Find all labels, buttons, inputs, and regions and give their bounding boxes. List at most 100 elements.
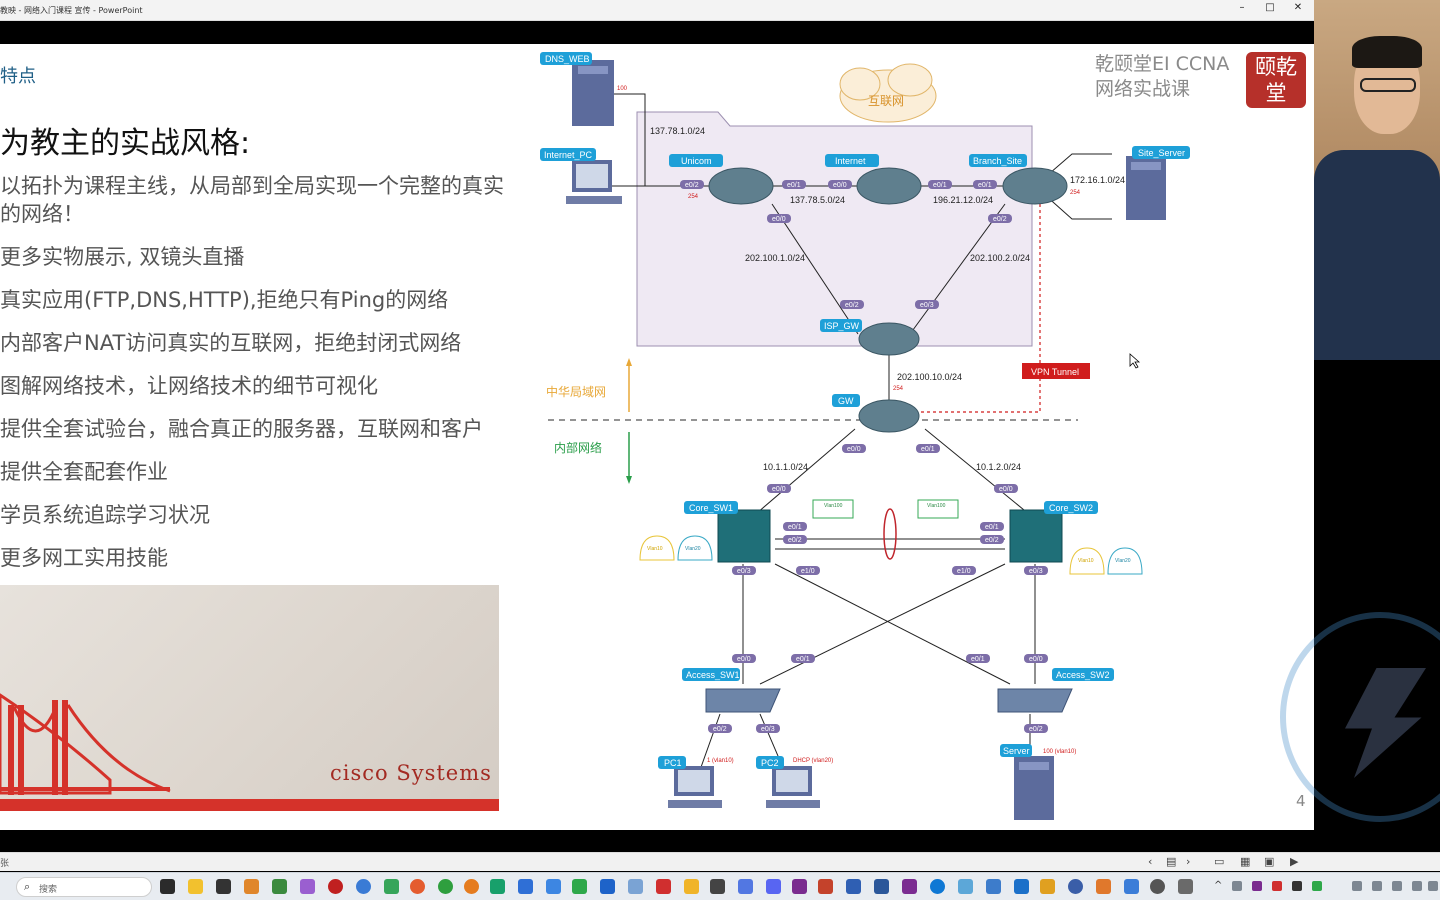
next-slide-icon[interactable]: ›: [1186, 855, 1191, 868]
keyboard-icon[interactable]: [1392, 881, 1402, 891]
app-icon[interactable]: [518, 879, 533, 894]
node-label: GW: [838, 396, 854, 406]
app-icon[interactable]: [384, 879, 399, 894]
bullet-list: 以拓扑为课程主线，从局部到全局实现一个完整的真实的网络！ 更多实物展示, 双镜头…: [0, 172, 530, 587]
record-icon[interactable]: [328, 879, 343, 894]
app-icon[interactable]: [1096, 879, 1111, 894]
wechat-icon[interactable]: [572, 879, 587, 894]
etherchannel-ellipse: [883, 508, 897, 560]
tray-icon[interactable]: [1292, 881, 1302, 891]
app-icon[interactable]: [600, 879, 615, 894]
node-label: PC2: [761, 758, 779, 768]
app-icon[interactable]: [546, 879, 561, 894]
app-icon[interactable]: [684, 879, 699, 894]
port-badge: e0/0: [1029, 656, 1043, 663]
port-badges: e0/2 e0/1 e0/0 e0/1 e0/1 e0/0 e0/2 e0/2 …: [680, 180, 1048, 733]
host-tag: DHCP (vlan20): [793, 758, 833, 764]
window-title: 教映 - 网络入门课程 宣传 - PowerPoint: [0, 6, 143, 15]
tray-icon[interactable]: [1352, 881, 1362, 891]
close-icon[interactable]: ✕: [1293, 2, 1303, 13]
node-label: ISP_GW: [824, 321, 860, 331]
internet-pc-icon: [566, 160, 622, 204]
port-badge: e0/3: [737, 568, 751, 575]
brand-line: 乾颐堂EI CCNA: [1095, 53, 1230, 75]
edge-icon[interactable]: [930, 879, 945, 894]
onenote-icon[interactable]: [902, 879, 917, 894]
node-label: Branch_Site: [973, 156, 1022, 166]
microphone-icon[interactable]: [1372, 881, 1382, 891]
pycharm-icon[interactable]: [490, 879, 505, 894]
node-labels: [540, 52, 1190, 769]
app-icon[interactable]: [244, 879, 259, 894]
slide-sorter-icon[interactable]: ▦: [1240, 855, 1251, 868]
node-label: Core_SW2: [1049, 503, 1093, 513]
vlan-svi-boxes: Vlan10 Vlan20 Vlan100 Vlan100 Vlan10 Vla…: [639, 499, 1143, 575]
normal-view-icon[interactable]: ▭: [1214, 855, 1225, 868]
notion-icon[interactable]: [710, 879, 725, 894]
chrome-icon[interactable]: [438, 879, 453, 894]
app-icon[interactable]: [846, 879, 861, 894]
discord-icon[interactable]: [766, 879, 781, 894]
port-badge: e0/2: [985, 537, 999, 544]
app-icon[interactable]: [738, 879, 753, 894]
tray-icon[interactable]: [1312, 881, 1322, 891]
node-label: Unicom: [681, 156, 712, 166]
presenter-body: [1314, 150, 1440, 360]
slide-page-number: 4: [1296, 792, 1306, 810]
app-icon[interactable]: [656, 879, 671, 894]
node-label: Access_SW1: [686, 670, 740, 680]
task-view-icon[interactable]: [160, 879, 175, 894]
taskbar-search-box[interactable]: ⌕ 搜索: [16, 877, 152, 897]
firefox-icon[interactable]: [410, 879, 425, 894]
prev-slide-icon[interactable]: ‹: [1148, 855, 1153, 868]
app-icon[interactable]: [1068, 879, 1083, 894]
bullet-item: 更多实物展示, 双镜头直播: [0, 245, 245, 269]
port-badge: e0/1: [921, 446, 935, 453]
port-badge: e0/0: [737, 656, 751, 663]
powerpoint-icon[interactable]: [818, 879, 833, 894]
settings-icon[interactable]: [1150, 879, 1165, 894]
windows-taskbar: ⌕ 搜索 ^: [0, 872, 1440, 900]
app-icon[interactable]: [986, 879, 1001, 894]
slide-heading: 为教主的实战风格:: [0, 126, 251, 161]
reading-view-icon[interactable]: ▣: [1264, 855, 1275, 868]
bullet-item: 学员系统追踪学习状况: [0, 503, 210, 527]
app-icon[interactable]: [958, 879, 973, 894]
bullet-item: 以拓扑为课程主线，从局部到全局实现一个完整的真实的网络！: [0, 174, 504, 226]
port-badge: e0/0: [999, 486, 1013, 493]
port-badge: e0/2: [713, 726, 727, 733]
tray-icon[interactable]: [1232, 881, 1242, 891]
network-label: 172.16.1.0/24: [1070, 175, 1125, 185]
app-icon[interactable]: [792, 879, 807, 894]
dns-web-server-icon: [572, 60, 614, 126]
host-tag: 100 (vlan10): [1043, 749, 1076, 755]
app-icon[interactable]: [1124, 879, 1139, 894]
node-label: Core_SW1: [689, 503, 733, 513]
app-icon[interactable]: [272, 879, 287, 894]
slideshow-icon[interactable]: ▶: [1290, 855, 1299, 868]
word-icon[interactable]: [874, 879, 889, 894]
app-icon[interactable]: [628, 879, 643, 894]
wifi-icon[interactable]: [1412, 881, 1422, 891]
volume-icon[interactable]: [1428, 881, 1438, 891]
search-icon: ⌕: [24, 880, 31, 893]
notes-icon[interactable]: ▤: [1166, 855, 1177, 868]
app-icon[interactable]: [356, 879, 371, 894]
server-icon: [1014, 756, 1054, 820]
tray-icon[interactable]: [1252, 881, 1262, 891]
network-label: 10.1.1.0/24: [763, 462, 808, 472]
app-icon[interactable]: [1040, 879, 1055, 894]
terminal-icon[interactable]: [216, 879, 231, 894]
file-explorer-icon[interactable]: [188, 879, 203, 894]
tray-icon[interactable]: [1272, 881, 1282, 891]
app-icon[interactable]: [464, 879, 479, 894]
maximize-icon[interactable]: □: [1265, 2, 1275, 13]
app-icon[interactable]: [1014, 879, 1029, 894]
app-icon[interactable]: [300, 879, 315, 894]
vlan-label: Vlan20: [1115, 558, 1131, 564]
minimize-icon[interactable]: –: [1239, 2, 1245, 13]
app-icon[interactable]: [1178, 879, 1193, 894]
tray-chevron-icon[interactable]: ^: [1214, 880, 1223, 891]
router-icon: [708, 167, 1068, 433]
bullet-item: 图解网络技术，让网络技术的细节可视化: [0, 374, 378, 398]
